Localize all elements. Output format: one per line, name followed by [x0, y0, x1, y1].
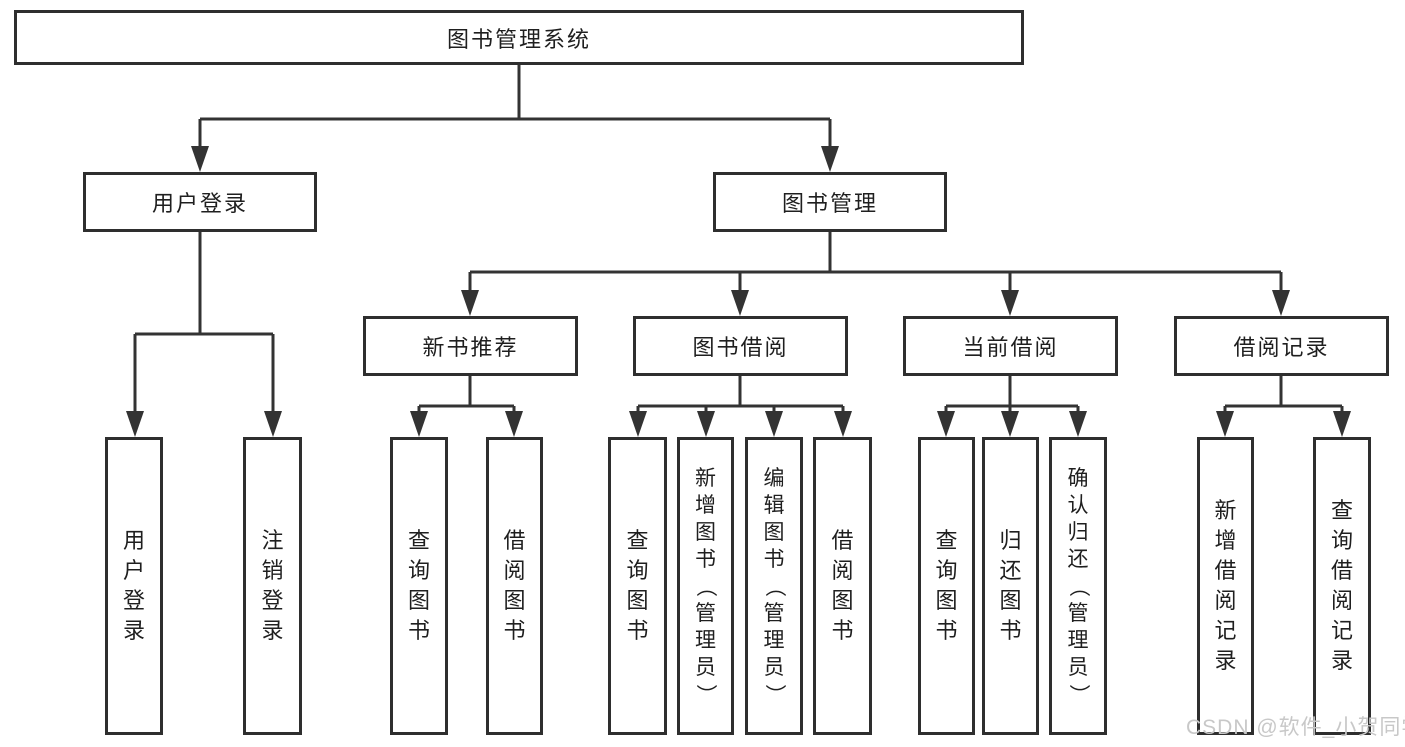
node-book-borrowing: 图书借阅 — [633, 316, 848, 376]
node-user-login: 用户登录 — [83, 172, 317, 232]
leaf-borrowing-add-books-admin: 新增图书（管理员） — [677, 437, 734, 735]
leaf-recommend-query-books: 查询图书 — [390, 437, 448, 735]
leaf-label: 注销登录 — [261, 528, 284, 643]
leaf-label: 查询图书 — [407, 528, 430, 643]
leaf-label: 确认归还（管理员） — [1066, 466, 1090, 705]
leaf-records-add-record: 新增借阅记录 — [1197, 437, 1254, 735]
leaf-current-query-books: 查询图书 — [918, 437, 975, 735]
leaf-logout-login: 注销登录 — [243, 437, 302, 735]
leaf-records-query-record: 查询借阅记录 — [1313, 437, 1371, 735]
node-label: 用户登录 — [151, 191, 248, 216]
node-label: 当前借阅 — [962, 335, 1059, 360]
node-label: 图书管理 — [781, 191, 878, 216]
node-label: 图书管理系统 — [446, 26, 591, 52]
leaf-label: 新增图书（管理员） — [694, 466, 717, 705]
leaf-recommend-borrow-books: 借阅图书 — [486, 437, 543, 735]
leaf-label: 新增借阅记录 — [1214, 498, 1237, 673]
leaf-current-confirm-return-admin: 确认归还（管理员） — [1049, 437, 1107, 735]
leaf-current-return-books: 归还图书 — [982, 437, 1039, 735]
leaf-borrowing-borrow-books: 借阅图书 — [813, 437, 872, 735]
leaf-label: 借阅图书 — [831, 528, 854, 643]
node-current-borrowing: 当前借阅 — [903, 316, 1118, 376]
leaf-label: 查询图书 — [935, 528, 958, 643]
node-label: 借阅记录 — [1233, 335, 1330, 360]
leaf-borrowing-edit-books-admin: 编辑图书（管理员） — [745, 437, 803, 735]
node-library-system: 图书管理系统 — [14, 10, 1024, 65]
node-book-management: 图书管理 — [713, 172, 947, 232]
leaf-label: 借阅图书 — [503, 528, 526, 643]
leaf-label: 查询图书 — [626, 528, 649, 643]
node-borrowing-records: 借阅记录 — [1174, 316, 1389, 376]
watermark-text: CSDN @软件_小贺同学 — [1186, 716, 1405, 739]
leaf-label: 归还图书 — [999, 528, 1022, 643]
node-label: 图书借阅 — [692, 335, 789, 360]
leaf-label: 查询借阅记录 — [1330, 498, 1353, 673]
leaf-label: 编辑图书（管理员） — [762, 466, 786, 705]
leaf-borrowing-query-books: 查询图书 — [608, 437, 667, 735]
node-label: 新书推荐 — [422, 335, 519, 360]
leaf-user-login: 用户登录 — [105, 437, 163, 735]
leaf-label: 用户登录 — [122, 528, 145, 643]
node-new-book-recommend: 新书推荐 — [363, 316, 578, 376]
